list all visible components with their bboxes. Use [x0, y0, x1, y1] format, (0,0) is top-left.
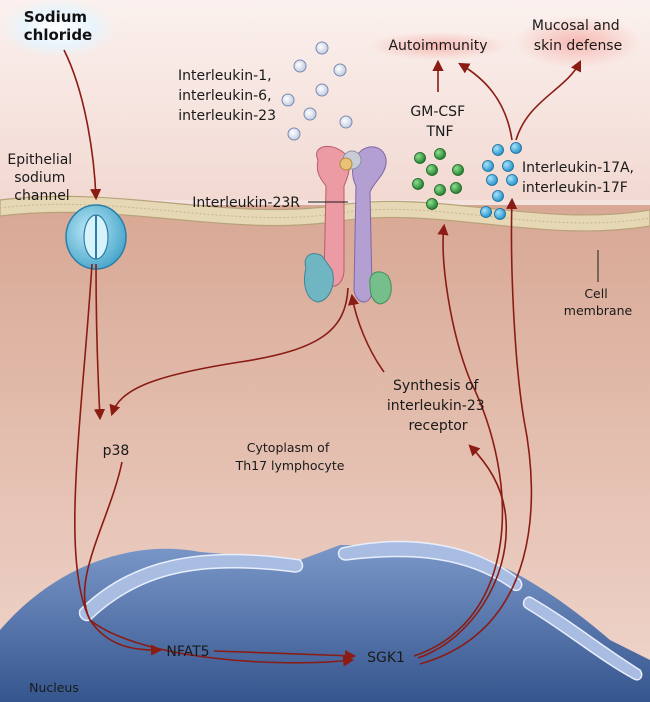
nucleus-label: Nucleus — [29, 680, 79, 695]
sodium-chloride-glow — [0, 0, 116, 58]
gm-csf-tnf-label: GM-CSF TNF — [410, 104, 469, 140]
interleukin-23-receptor — [304, 145, 392, 305]
autoimmunity-label: Autoimmunity — [388, 38, 487, 54]
arrow-synthesis-to-receptor — [347, 293, 385, 373]
interleukin-17-label: Interleukin-17A, interleukin-17F — [522, 160, 638, 196]
cytoplasm-label: Cytoplasm of Th17 lymphocyte — [235, 440, 345, 473]
arrow-sgk1-to-il17 — [419, 197, 533, 665]
nucleus — [0, 545, 650, 702]
arrow-p38-to-nfat5 — [83, 461, 163, 656]
mucosal-glow — [514, 16, 642, 68]
cytokine-particles — [281, 41, 353, 141]
sodium-chloride-label: Sodium chloride — [24, 8, 93, 44]
arrow-sgk1-to-gmcsf — [413, 223, 504, 657]
autoimmunity-glow — [368, 32, 508, 60]
synthesis-label: Synthesis of interleukin-23 receptor — [387, 378, 489, 434]
arrow-il17-to-autoimmunity — [458, 62, 513, 141]
gm-csf-tnf-particles — [412, 148, 464, 210]
arrow-sgk1-to-synthesis — [417, 444, 507, 659]
nfat5-label: NFAT5 — [166, 644, 209, 660]
arrow-receptor-to-p38 — [109, 287, 349, 417]
interleukins-label: Interleukin-1, interleukin-6, interleuki… — [178, 68, 276, 124]
epithelial-sodium-channel-label: Epithelial sodium channel — [7, 152, 76, 204]
interleukin-23r-label: Interleukin-23R — [192, 195, 300, 211]
mucosal-skin-defense-label: Mucosal and skin defense — [532, 18, 624, 54]
arrow-il17-to-mucosal — [515, 59, 582, 141]
cell-membrane-label: Cell membrane — [564, 286, 633, 318]
arrow-salt-to-channel — [63, 49, 102, 201]
pathway-arrows — [63, 49, 582, 667]
arrow-nfat5-to-sgk1 — [213, 650, 357, 662]
arrow-channel-to-p38 — [93, 263, 106, 421]
p38-label: p38 — [103, 443, 130, 459]
epithelial-sodium-channel — [65, 204, 127, 270]
sgk1-label: SGK1 — [367, 650, 405, 666]
interleukin-17-particles — [480, 142, 522, 220]
